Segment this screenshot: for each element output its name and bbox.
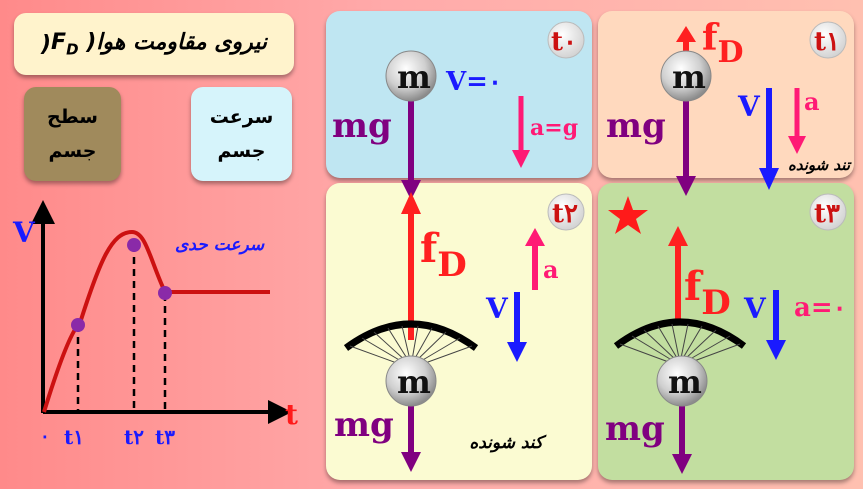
accel-label: a=۰ <box>794 293 847 323</box>
accel-arrow-head <box>525 228 545 246</box>
air-resistance-title-text: نیروی مقاومت هوا( F <box>51 29 268 55</box>
badge-circle <box>809 21 847 59</box>
tick-t3: t۳ <box>155 425 175 449</box>
badge-t0: t۰ <box>551 27 577 57</box>
velocity-arrow-head <box>759 168 779 190</box>
mass-ball <box>385 50 437 102</box>
weight-label: mg <box>334 405 394 445</box>
air-resistance-title-box: ) نیروی مقاومت هوا( FD <box>14 13 294 75</box>
object-speed-box: سرعت جسم <box>191 87 292 181</box>
weight-arrow-head <box>401 180 421 200</box>
air-resistance-title-subscript: D <box>66 40 79 59</box>
drag-label: fD <box>684 263 731 323</box>
drag-label-f: f <box>702 17 720 59</box>
velocity-time-graph: V t ۰ t۱ t۲ t۳ سرعت حدی <box>12 200 298 449</box>
slowing-down-caption: کند شونده <box>469 433 547 453</box>
weight-arrow-head <box>676 176 696 196</box>
accel-arrow-head <box>512 150 530 168</box>
panel-t3: t۳ fD m mg V a=۰ <box>605 193 847 474</box>
panel-t2: t۲ fD m mg a V کند شونده <box>334 192 585 472</box>
x-axis-label: t <box>285 398 298 431</box>
star-icon <box>608 196 648 234</box>
t3-point <box>158 286 172 300</box>
badge-circle <box>547 193 585 231</box>
mass-label: m <box>397 58 431 96</box>
weight-arrow-head <box>401 452 421 472</box>
weight-label: mg <box>605 409 665 449</box>
velocity-arrow-head <box>507 342 527 362</box>
drag-arrow-head <box>676 26 696 42</box>
y-axis-label: V <box>12 216 36 249</box>
panel-t0: t۰ m mg V=۰ a=g <box>332 21 585 200</box>
mass-ball <box>656 355 708 407</box>
badge-t2: t۲ <box>552 199 578 229</box>
surface-area-label: سطح جسم <box>47 106 98 162</box>
mass-ball <box>385 355 437 407</box>
accel-label: a <box>543 255 559 284</box>
panel-t1: t۱ fD m mg V a تند شونده <box>606 17 852 196</box>
tick-t1: t۱ <box>64 425 84 449</box>
velocity-label: V=۰ <box>445 67 502 97</box>
drag-arrow-head <box>401 192 421 214</box>
drag-label-f: f <box>420 225 440 272</box>
weight-label: mg <box>606 106 666 146</box>
object-speed-label: سرعت جسم <box>209 106 274 162</box>
t2-point <box>127 238 141 252</box>
badge-circle <box>547 21 585 59</box>
drag-label: fD <box>702 17 744 70</box>
t1-point <box>71 318 85 332</box>
velocity-label: V <box>743 292 767 325</box>
accel-arrow-head <box>788 136 806 154</box>
mass-label: m <box>668 363 702 401</box>
drag-arrow-head <box>668 226 688 246</box>
mass-label: m <box>672 58 706 96</box>
badge-circle <box>809 193 847 231</box>
drag-label-f: f <box>684 263 704 310</box>
mass-ball <box>660 50 712 102</box>
velocity-label: V <box>737 90 761 123</box>
parachute-canopy <box>343 320 479 351</box>
accel-label: a <box>804 87 820 116</box>
terminal-velocity-label: سرعت حدی <box>175 235 265 255</box>
weight-arrow-head <box>672 454 692 474</box>
velocity-arrow-head <box>766 340 786 360</box>
velocity-curve <box>42 229 270 413</box>
badge-t1: t۱ <box>814 27 840 57</box>
drag-label-sub: D <box>701 283 730 323</box>
mass-label: m <box>397 363 431 401</box>
parachute-canopy <box>613 318 747 349</box>
air-resistance-title: ) <box>40 31 52 57</box>
drag-label-sub: D <box>718 35 744 70</box>
drag-label-sub: D <box>437 245 466 285</box>
velocity-label: V <box>485 292 509 325</box>
surface-area-box: سطح جسم <box>24 87 121 181</box>
badge-t3: t۳ <box>814 199 840 229</box>
drag-label: fD <box>420 225 467 285</box>
speeding-up-caption: تند شونده <box>788 156 852 174</box>
tick-t2: t۲ <box>124 425 144 449</box>
weight-label: mg <box>332 106 392 146</box>
accel-label: a=g <box>530 115 578 141</box>
origin-label: ۰ <box>40 426 50 447</box>
